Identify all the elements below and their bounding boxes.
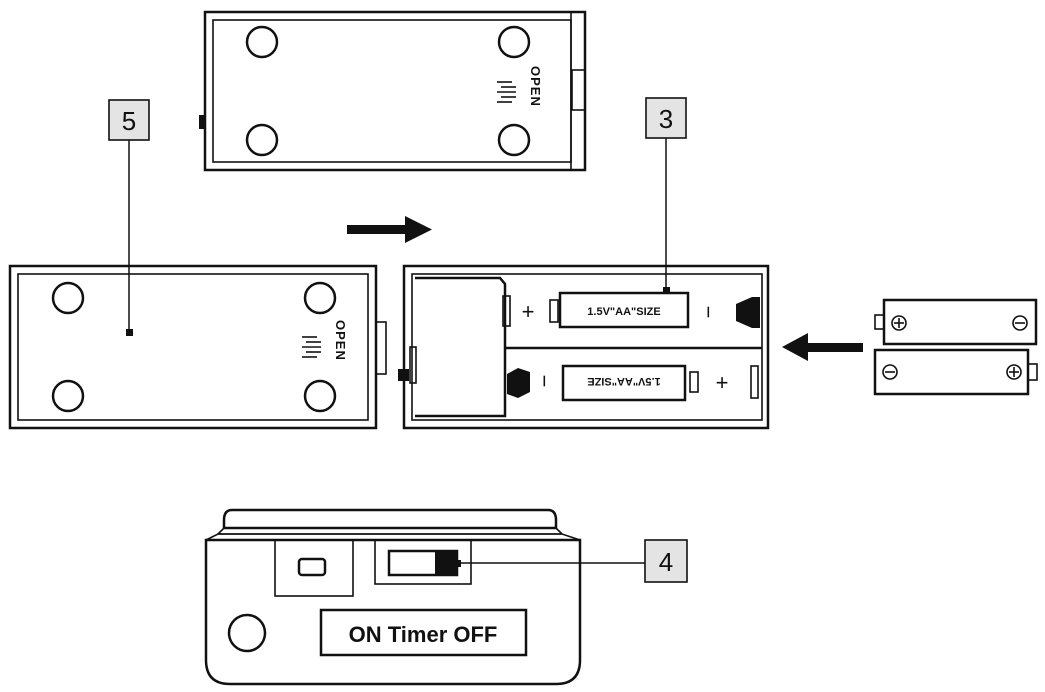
callout-5: 5 [108,99,150,336]
arrow-left-icon [782,333,863,361]
loose-battery-lower [873,348,1038,396]
device-bottom-view: ON Timer OFF [204,508,582,686]
minus-terminal-icon [1012,315,1028,331]
top-battery-cover: OPEN [199,10,587,172]
arrow-right-icon [347,216,432,243]
callout-4-number: 4 [659,547,673,577]
callout-4: 4 [454,539,688,583]
open-marking: OPEN [497,66,543,107]
open-marking-left: OPEN [302,320,348,361]
open-label: OPEN [528,66,543,107]
minus-terminal-icon: − [532,375,557,388]
minus-terminal-icon: − [696,306,721,319]
callout-3: 3 [645,97,687,294]
open-label-left: OPEN [333,320,348,361]
battery-compartment: + 1.5V"AA"SIZE − − 1.5V"AA"SIZE + [398,264,770,430]
battery-label-lower: 1.5V"AA"SIZE [587,375,660,387]
switch-label: ON Timer OFF [349,622,498,647]
left-battery-cover: OPEN [8,264,387,430]
battery-slot-upper: + 1.5V"AA"SIZE − [502,291,760,329]
callout-3-number: 3 [659,104,673,134]
battery-label-upper: 1.5V"AA"SIZE [587,306,660,318]
battery-slot-lower: − 1.5V"AA"SIZE + [507,364,759,402]
callout-5-number: 5 [122,106,136,136]
loose-battery-upper [874,298,1038,346]
plus-terminal-icon: + [522,299,535,324]
plus-terminal-icon [1006,364,1022,380]
minus-terminal-icon [882,364,898,380]
plus-terminal-icon: + [716,370,729,395]
plus-terminal-icon [891,315,907,331]
